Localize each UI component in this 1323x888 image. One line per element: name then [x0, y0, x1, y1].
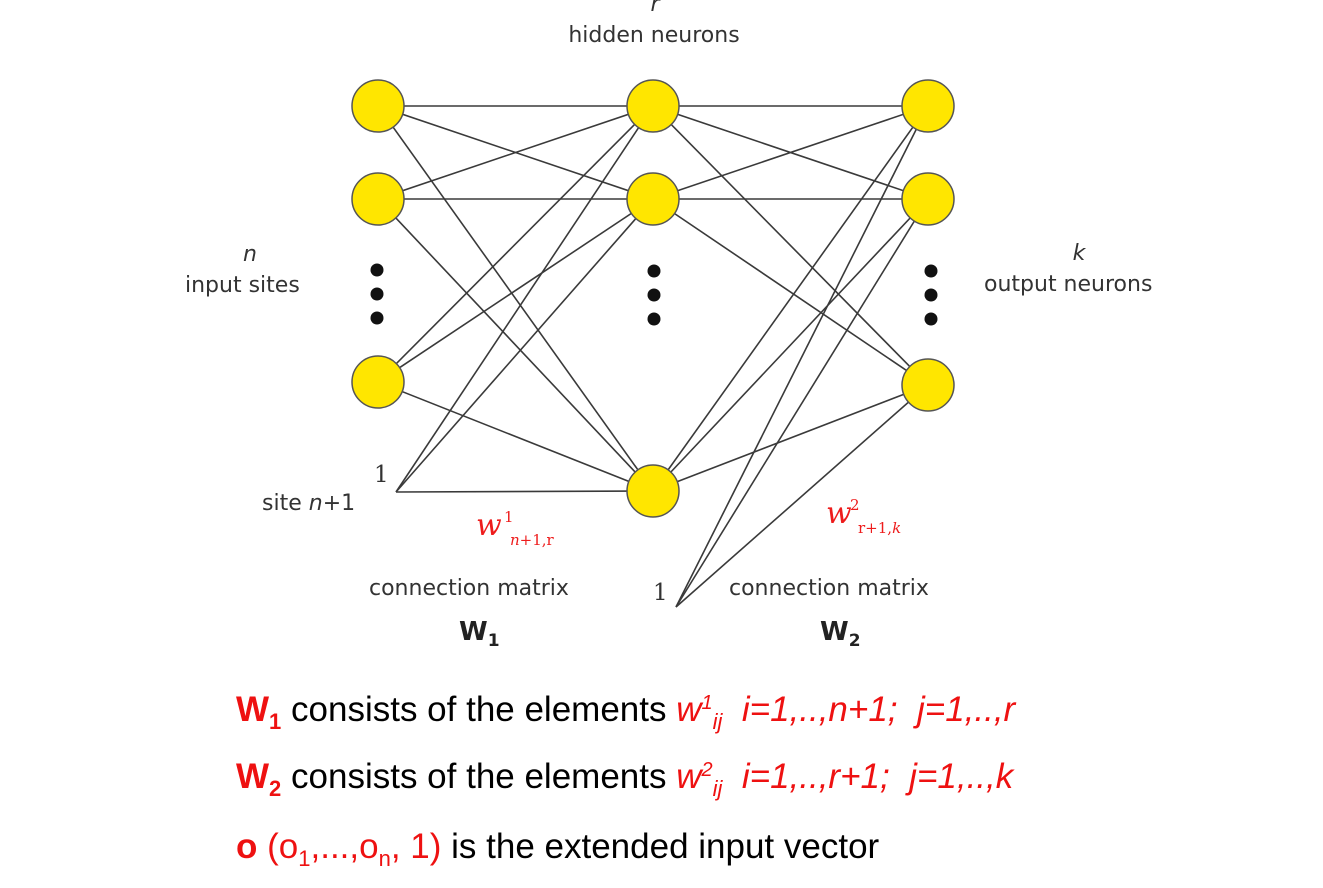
connection-matrix-1-label: connection matrix	[369, 576, 569, 601]
hidden-neurons-label: hidden neurons	[568, 23, 740, 48]
edge-bias2-o3	[675, 384, 929, 608]
hidden-count-var: r	[650, 0, 660, 17]
edge-in3-h2	[377, 198, 654, 383]
edge-bias1-h2	[395, 198, 654, 493]
output-node-1	[901, 79, 955, 133]
hidden-node-2	[626, 172, 680, 226]
edge-in3-h1	[377, 105, 654, 383]
input-ellipsis-dot	[370, 263, 384, 277]
connection-matrix-2-label: connection matrix	[729, 576, 929, 601]
matrix-w2-label: W2	[820, 617, 861, 651]
vector-mid: ,...,o	[310, 827, 379, 866]
edges	[377, 105, 929, 608]
edge-bias2-o1	[675, 105, 929, 608]
bias-site-var: n	[308, 491, 323, 516]
input-vector-line: o (o1,...,on, 1) is the extended input v…	[236, 827, 879, 872]
w1-def-w: w	[676, 690, 702, 729]
edge-h3-o1	[652, 105, 929, 492]
vector-open: (o	[257, 827, 299, 866]
input-node-2	[351, 172, 405, 226]
weight-w2-sup: 2	[850, 496, 860, 514]
bias-hidden-one: 1	[653, 580, 668, 606]
vector-o-symbol: o	[236, 827, 258, 866]
vector-sub-n: n	[378, 846, 391, 871]
edge-in2-h3	[377, 198, 654, 492]
weight-w1-sub-rest: +1,r	[519, 531, 554, 549]
w1-def-text: consists of the elements	[281, 690, 677, 729]
output-node-k	[901, 358, 955, 412]
input-ellipsis-dot	[370, 287, 384, 301]
hidden-node-1	[626, 79, 680, 133]
w1-def-range: i=1,..,n+1; j=1,..,r	[722, 690, 1016, 729]
w2-def-sub: 2	[269, 776, 282, 801]
w2-def-w-sub: ij	[712, 776, 723, 801]
output-node-2	[901, 172, 955, 226]
w1-def-w-sub: ij	[712, 709, 723, 734]
matrix-w1-label: W1	[459, 617, 500, 651]
weight-w1-sub: n+1,r	[510, 531, 554, 549]
vector-text: is the extended input vector	[441, 827, 880, 866]
edge-h2-o1	[652, 105, 929, 200]
bias-site-prefix: site	[262, 491, 309, 516]
weight-w1-sup: 1	[504, 508, 514, 526]
input-node-1	[351, 79, 405, 133]
input-ellipsis-dot	[370, 311, 384, 325]
w2-def-w: w	[676, 757, 702, 796]
edge-bias1-h3	[395, 490, 654, 493]
output-neurons-label: output neurons	[984, 272, 1153, 297]
output-ellipsis-dot	[924, 288, 938, 302]
output-ellipsis-dot	[924, 264, 938, 278]
weight-w2-label: w 2 r+1,k	[826, 496, 901, 537]
output-count-var: k	[1072, 241, 1086, 266]
matrix-w1-sub: 1	[487, 631, 500, 651]
edge-h2-o3	[652, 198, 929, 386]
edge-in2-h1	[377, 105, 654, 200]
w1-def-w-sup: 1	[701, 692, 713, 714]
input-sites-label: input sites	[185, 273, 300, 298]
ellipsis-dots	[370, 263, 938, 326]
bias-input-one: 1	[374, 462, 389, 488]
edge-in3-h3	[377, 381, 654, 492]
weight-w2-sub-var: k	[892, 519, 902, 537]
edge-h1-o3	[652, 105, 929, 386]
matrix-w2-sub: 2	[848, 631, 861, 651]
edge-bias2-o2	[675, 198, 929, 608]
input-count-var: n	[243, 242, 257, 267]
w2-def-text: consists of the elements	[281, 757, 677, 796]
hidden-ellipsis-dot	[647, 288, 661, 302]
weight-w2-sub: r+1,k	[858, 519, 901, 537]
weight-w2-base: w	[826, 496, 852, 531]
weight-w1-sub-var: n	[510, 531, 520, 549]
matrix-w1-letter: W	[459, 617, 488, 647]
edge-h3-o3	[652, 384, 929, 492]
w2-definition-line: W2 consists of the elements w2ij i=1,..,…	[236, 757, 1013, 802]
nodes	[351, 79, 955, 518]
weight-w1-base: w	[476, 508, 502, 543]
w2-def-w-sup: 2	[701, 759, 713, 781]
w1-def-sub: 1	[269, 709, 282, 734]
hidden-node-r	[626, 464, 680, 518]
hidden-ellipsis-dot	[647, 264, 661, 278]
bias-site-suffix: +1	[322, 491, 356, 516]
weight-w2-sub-rest: r+1,	[858, 519, 893, 537]
bias-site-label: site n+1	[262, 491, 355, 516]
vector-close: , 1)	[390, 827, 442, 866]
w1-def-letter: W	[236, 690, 270, 729]
matrix-w2-letter: W	[820, 617, 849, 647]
vector-sub-1: 1	[298, 846, 311, 871]
edge-h3-o2	[652, 198, 929, 492]
edge-bias1-h1	[395, 105, 654, 493]
w2-def-letter: W	[236, 757, 270, 796]
output-ellipsis-dot	[924, 312, 938, 326]
input-node-n	[351, 355, 405, 409]
w2-def-range: i=1,..,r+1; j=1,..,k	[722, 757, 1014, 796]
weight-w1-label: w 1 n+1,r	[476, 508, 554, 549]
w1-definition-line: W1 consists of the elements w1ij i=1,..,…	[236, 690, 1015, 735]
edge-in1-h3	[377, 105, 654, 492]
hidden-ellipsis-dot	[647, 312, 661, 326]
